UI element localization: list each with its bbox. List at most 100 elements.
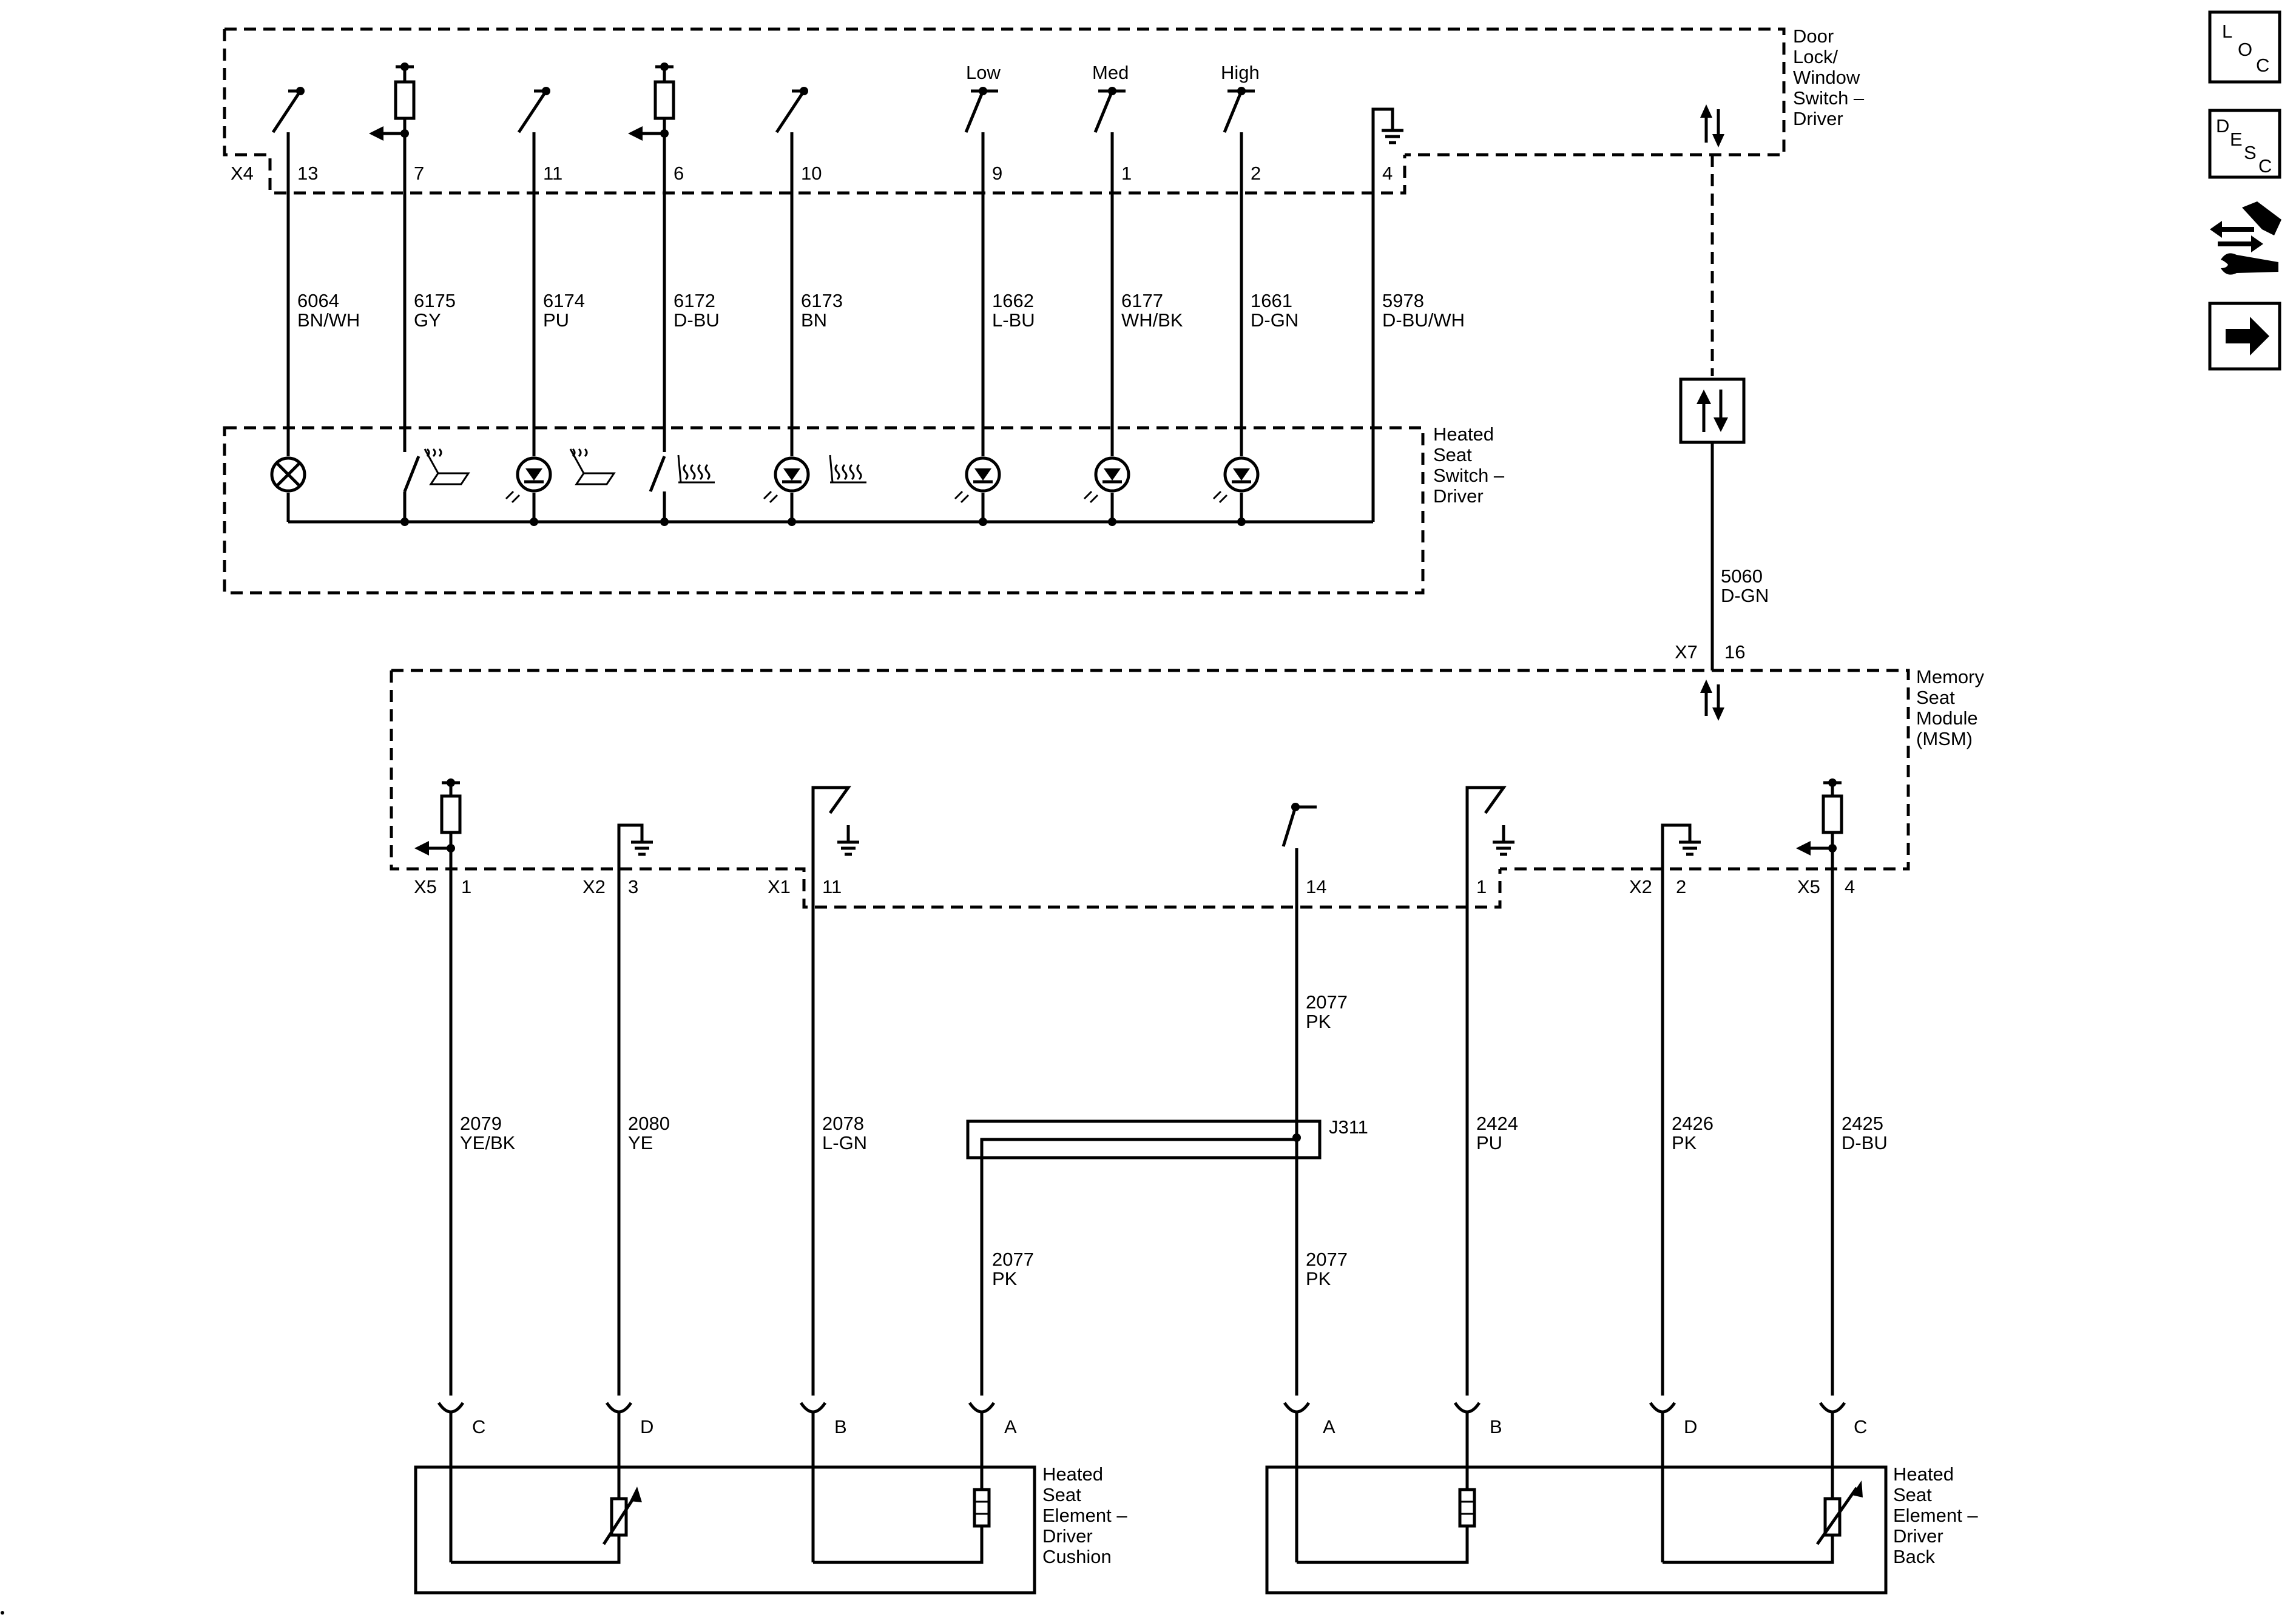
cushion-label: Driver bbox=[1042, 1525, 1093, 1547]
indicator-led-10 bbox=[763, 456, 811, 504]
msm-label: Seat bbox=[1916, 687, 1955, 708]
wire-color: PU bbox=[1476, 1132, 1502, 1153]
seat-back-heat-icon bbox=[829, 454, 866, 484]
wire-color: BN/WH bbox=[297, 309, 360, 331]
connector-x5: X5 bbox=[414, 876, 437, 897]
switch-contact-13 bbox=[271, 87, 305, 133]
loc-button[interactable]: L O C bbox=[2208, 10, 2281, 84]
indicator-led-high bbox=[1212, 456, 1261, 504]
switch-contact-9 bbox=[964, 87, 998, 133]
wire-color: D-GN bbox=[1251, 309, 1298, 331]
back-label: Heated bbox=[1893, 1463, 1954, 1485]
terminal-letter: C bbox=[472, 1416, 485, 1437]
door-switch-label: Driver bbox=[1793, 108, 1843, 129]
wire-color: PK bbox=[1672, 1132, 1697, 1153]
wire-circuit: 1662 bbox=[992, 290, 1034, 311]
desc-letter: D bbox=[2216, 115, 2229, 137]
wire-color: PK bbox=[1306, 1011, 1331, 1032]
indicator-led-11 bbox=[505, 456, 553, 504]
desc-button[interactable]: D E S C bbox=[2208, 109, 2281, 179]
pin-number: 2 bbox=[1251, 163, 1261, 184]
wire-circuit: 2077 bbox=[1306, 991, 1348, 1013]
terminal-connectors: C D B A A B D C bbox=[437, 1402, 1867, 1562]
connector-x7: X7 bbox=[1675, 641, 1698, 663]
relay-contact-x1-11 bbox=[811, 786, 859, 944]
connector-x5: X5 bbox=[1797, 876, 1820, 897]
pin-number: 11 bbox=[543, 163, 562, 184]
back-label: Seat bbox=[1893, 1484, 1932, 1505]
switch-contact-14 bbox=[1281, 803, 1317, 944]
serial-data-line: 5060 D-GN X7 16 bbox=[1675, 155, 1769, 670]
door-switch-label: Window bbox=[1793, 67, 1860, 88]
connector-tools-icon[interactable] bbox=[2210, 201, 2281, 275]
heated-seat-switch: Heated Seat Switch – Driver bbox=[223, 424, 1505, 595]
wire-color: PU bbox=[543, 309, 569, 331]
pin-number: 1 bbox=[461, 876, 471, 897]
loc-letter: C bbox=[2256, 55, 2269, 76]
pin-number: 3 bbox=[628, 876, 638, 897]
ground-x2-2 bbox=[1661, 823, 1701, 944]
heated-switch-label: Heated bbox=[1433, 424, 1494, 445]
cushion-label: Element – bbox=[1042, 1505, 1127, 1526]
wire-color: D-BU/WH bbox=[1382, 309, 1465, 331]
wire-circuit: 2077 bbox=[992, 1249, 1034, 1270]
heated-seat-element-back: Heated Seat Element – Driver Back bbox=[1265, 1463, 1978, 1595]
switch-contact-11 bbox=[517, 87, 550, 133]
wire-circuit: 5978 bbox=[1382, 290, 1424, 311]
connector-x4: X4 bbox=[231, 163, 254, 184]
connector-x1: X1 bbox=[768, 876, 791, 897]
level-med-label: Med bbox=[1092, 62, 1129, 83]
seat-back-heat-icon bbox=[677, 454, 715, 484]
wire-circuit: 2424 bbox=[1476, 1113, 1518, 1134]
desc-letter: S bbox=[2244, 142, 2257, 163]
heated-switch-label: Driver bbox=[1433, 485, 1484, 507]
wire-circuit: 2426 bbox=[1672, 1113, 1714, 1134]
cushion-label: Cushion bbox=[1042, 1546, 1112, 1567]
terminal-letter: A bbox=[1004, 1416, 1017, 1437]
heated-switch-label: Seat bbox=[1433, 444, 1472, 465]
door-switch-label: Lock/ bbox=[1793, 46, 1838, 67]
level-high-label: High bbox=[1221, 62, 1260, 83]
loc-letter: L bbox=[2222, 21, 2232, 42]
top-pin-numbers: 13 7 11 6 10 9 1 2 4 bbox=[297, 163, 1393, 184]
indicator-led-med bbox=[1083, 456, 1132, 504]
pin-number: 4 bbox=[1845, 876, 1855, 897]
sidebar-nav: L O C D E S C bbox=[2208, 10, 2281, 371]
ground-x2-3 bbox=[617, 823, 653, 944]
pin-number: 16 bbox=[1724, 641, 1745, 663]
cushion-label: Seat bbox=[1042, 1484, 1081, 1505]
serial-data-arrows bbox=[1700, 104, 1724, 147]
top-wire-labels: 6064 BN/WH 6175 GY 6174 PU 6172 D-BU 617… bbox=[297, 290, 1465, 331]
pin-number: 7 bbox=[414, 163, 424, 184]
wire-color: D-BU bbox=[1842, 1132, 1888, 1153]
wire-color: L-GN bbox=[822, 1132, 867, 1153]
wire-circuit: 2425 bbox=[1842, 1113, 1883, 1134]
wire-circuit: 2080 bbox=[628, 1113, 670, 1134]
seat-heat-icon bbox=[569, 448, 616, 485]
fuse-x5-4 bbox=[1796, 778, 1843, 856]
fuse-7 bbox=[369, 62, 416, 141]
wire-circuit: 6174 bbox=[543, 290, 585, 311]
terminal-letter: B bbox=[1490, 1416, 1502, 1437]
terminal-letter: C bbox=[1854, 1416, 1867, 1437]
terminal-letter: D bbox=[1684, 1416, 1697, 1437]
indicator-led-low bbox=[954, 456, 1002, 504]
pin-number: 10 bbox=[801, 163, 822, 184]
switch-contact-2 bbox=[1223, 87, 1255, 133]
relay-contact-1 bbox=[1465, 786, 1514, 944]
wire-circuit: 6177 bbox=[1121, 290, 1163, 311]
door-switch-label: Switch – bbox=[1793, 87, 1865, 109]
pin-number: 4 bbox=[1382, 163, 1393, 184]
pin-number: 1 bbox=[1121, 163, 1132, 184]
pin-number: 9 bbox=[992, 163, 1002, 184]
back-label: Back bbox=[1893, 1546, 1935, 1567]
momentary-switch-back bbox=[649, 454, 675, 522]
msm-wires bbox=[449, 848, 1834, 1396]
msm-label: Memory bbox=[1916, 666, 1984, 687]
serial-data-arrows bbox=[1700, 680, 1724, 721]
wire-circuit: 2079 bbox=[460, 1113, 502, 1134]
wire-circuit: 6064 bbox=[297, 290, 339, 311]
terminal-letter: B bbox=[834, 1416, 847, 1437]
next-arrow-button[interactable] bbox=[2208, 302, 2281, 371]
ground-symbol bbox=[1371, 107, 1403, 243]
